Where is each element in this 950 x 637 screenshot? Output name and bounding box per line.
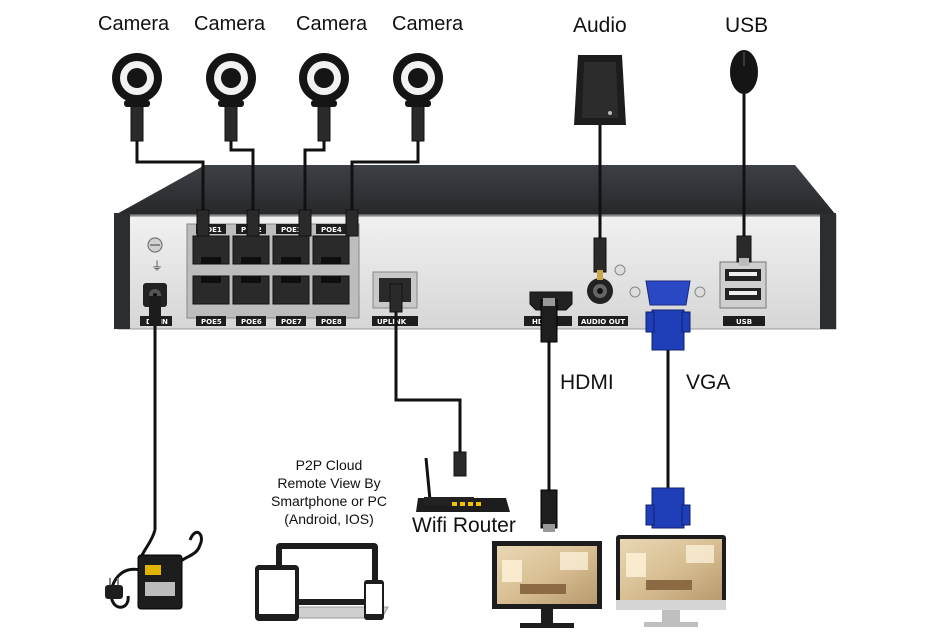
svg-text:⏚: ⏚: [151, 259, 163, 273]
nvr-device: ⏚ DC IN: [114, 165, 837, 330]
p2p-cloud-caption: P2P Cloud Remote View By Smartphone or P…: [262, 456, 396, 528]
poe3-label: POE3: [281, 226, 302, 234]
camera-1-label: Camera: [98, 13, 170, 35]
poe-ports-top: [192, 235, 350, 265]
vga-plug-bottom: [645, 487, 691, 529]
audio-label: Audio: [573, 14, 627, 37]
hdmi-plug-top: [540, 299, 558, 343]
usb-port[interactable]: [719, 261, 767, 309]
poe7-label: POE7: [281, 318, 302, 326]
camera-3-icon: [299, 53, 349, 107]
uplink-label: UPLINK: [377, 318, 407, 326]
poe-ports-bottom: [192, 275, 350, 305]
audio-out-label: AUDIO OUT: [581, 318, 625, 326]
p2p-line-1: P2P Cloud: [295, 457, 363, 473]
nvr-side-left: [114, 213, 130, 329]
camera-4-cable: [350, 140, 420, 215]
router-label: Wifi Router: [412, 514, 516, 537]
cables: [135, 92, 746, 530]
devices-icon: [255, 543, 389, 621]
poe1-label: POE1: [201, 226, 222, 234]
p2p-line-3: Smartphone or PC: [271, 493, 387, 509]
power-adapter-icon: [105, 529, 203, 610]
camera-2-cable: [229, 140, 255, 215]
camera-1-icon: [112, 53, 162, 107]
p2p-line-4: (Android, IOS): [284, 511, 374, 527]
hdmi-monitor-icon: [492, 541, 602, 628]
poe4-label: POE4: [321, 226, 342, 234]
camera-2-label: Camera: [194, 13, 266, 35]
hdmi-plug-bottom: [540, 489, 558, 529]
uplink-cable: [394, 298, 462, 460]
usb-mouse-icon: [730, 50, 758, 94]
camera-2-icon: [206, 53, 256, 107]
vga-label: VGA: [686, 371, 731, 394]
hdmi-label: HDMI: [560, 371, 614, 394]
audio-plug: [593, 237, 607, 273]
poe5-label: POE5: [201, 318, 222, 326]
camera-3-label: Camera: [296, 13, 368, 35]
speaker-icon: [574, 55, 626, 125]
camera-4-icon: [393, 53, 443, 107]
vga-port[interactable]: [645, 280, 691, 306]
camera-3-cable: [303, 140, 326, 215]
vga-monitor-icon: [616, 535, 726, 627]
usb-label: USB: [725, 14, 769, 37]
nvr-side-right: [820, 213, 836, 329]
poe6-label: POE6: [241, 318, 262, 326]
vga-plug-top: [645, 309, 691, 351]
nvr-top-surface: [115, 165, 836, 215]
camera-4-label: Camera: [392, 13, 464, 35]
power-plug: [149, 296, 161, 326]
wifi-router-icon: [416, 457, 510, 512]
camera-1-cable: [135, 140, 205, 215]
poe8-label: POE8: [321, 318, 342, 326]
p2p-line-2: Remote View By: [277, 475, 381, 491]
usb-port-label: USB: [736, 318, 752, 326]
rj45-plugs: [130, 104, 467, 477]
